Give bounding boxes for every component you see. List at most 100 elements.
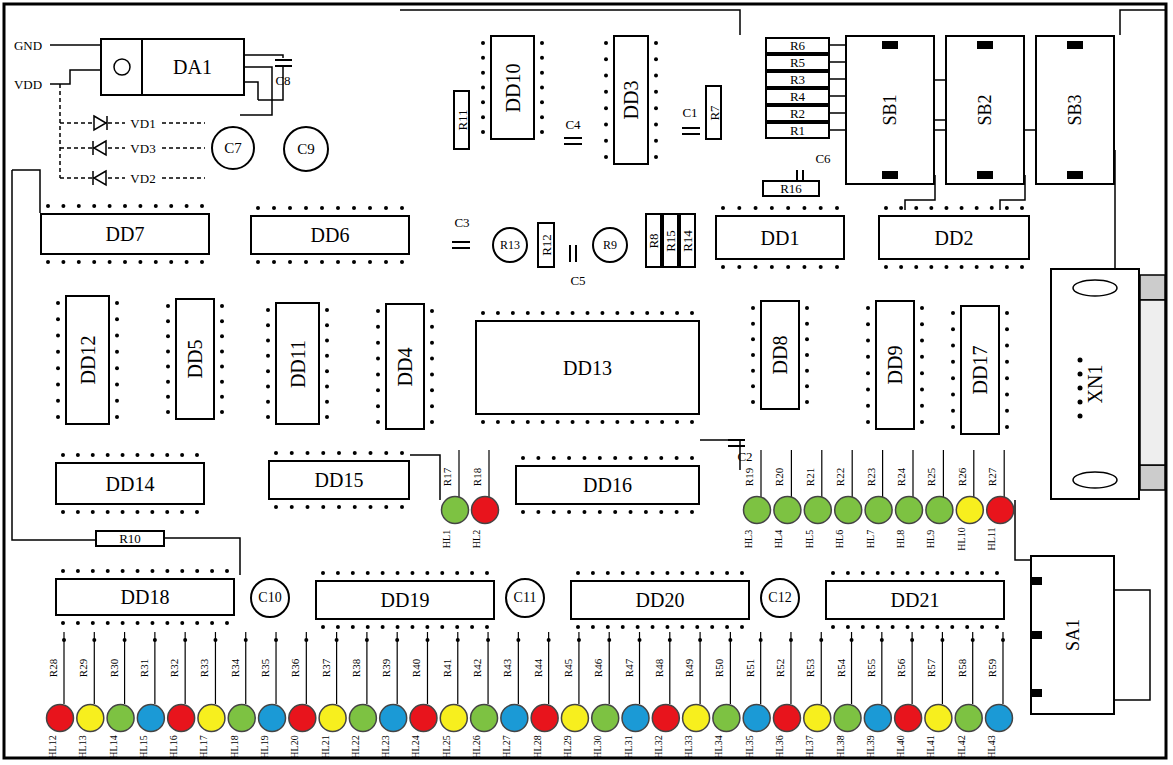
pin-pad xyxy=(906,625,910,629)
part-label: C2 xyxy=(737,450,752,463)
led-label: HL13 xyxy=(78,735,88,758)
pin-pad xyxy=(352,260,356,264)
trace xyxy=(215,632,216,704)
trace xyxy=(366,632,367,704)
diode-symbols xyxy=(93,116,107,185)
part-label: C11 xyxy=(514,591,537,605)
pin-pad xyxy=(805,306,809,310)
pin-pad xyxy=(802,265,806,269)
pin-pad xyxy=(115,350,119,354)
pin-pad xyxy=(728,638,732,642)
pin-pad xyxy=(951,344,955,348)
pin-pad xyxy=(366,625,370,629)
led-label: HL37 xyxy=(805,735,815,758)
pin-pad xyxy=(690,510,694,514)
pin-pad xyxy=(805,322,809,326)
pin-pad xyxy=(540,41,544,45)
trace xyxy=(912,632,913,704)
pin-pad xyxy=(831,571,835,575)
pin-pad xyxy=(56,366,60,370)
trace xyxy=(790,632,791,704)
pin-pad xyxy=(1020,265,1024,269)
pin-pad xyxy=(200,260,204,264)
trace xyxy=(245,632,246,704)
pin-pad xyxy=(61,204,65,208)
pin-pad xyxy=(440,625,444,629)
pin-pad xyxy=(121,453,125,457)
pin-pad xyxy=(1005,265,1009,269)
pin-pad xyxy=(150,453,154,457)
pin-pad xyxy=(644,456,648,460)
pin-pad xyxy=(92,260,96,264)
pin-pad xyxy=(76,621,80,625)
led-label: HL2 xyxy=(472,530,482,548)
resistor-box: R10 xyxy=(95,530,165,547)
pin-pad xyxy=(951,425,955,429)
pin-pad xyxy=(290,505,294,509)
pin-pad xyxy=(1005,409,1009,413)
part-label: DD19 xyxy=(381,590,430,610)
led xyxy=(925,705,952,732)
chip: DD12 xyxy=(65,295,110,425)
pin-pad xyxy=(396,571,400,575)
pin-pad xyxy=(56,350,60,354)
pin-pad xyxy=(786,206,790,210)
pin-pad xyxy=(802,206,806,210)
led xyxy=(804,705,831,732)
pin-pad xyxy=(481,311,485,315)
pin-pad xyxy=(430,341,434,345)
pin-pad xyxy=(899,265,903,269)
part-label: R11 xyxy=(455,109,468,130)
pin-pad xyxy=(106,621,110,625)
pin-pad xyxy=(481,420,485,424)
pin-pad xyxy=(266,415,270,419)
led xyxy=(774,497,801,524)
pin-pad xyxy=(325,339,329,343)
pin-pad xyxy=(751,369,755,373)
pin-pad xyxy=(266,339,270,343)
part-label: SB2 xyxy=(976,94,994,125)
pin-pad xyxy=(369,451,373,455)
led-label: HL41 xyxy=(926,735,936,758)
pin-pad xyxy=(92,638,96,642)
pin-pad xyxy=(274,451,278,455)
pin-pad xyxy=(376,388,380,392)
pin-pad xyxy=(337,451,341,455)
resistor-label: R23 xyxy=(865,468,876,486)
pin-pad xyxy=(61,621,65,625)
capacitor-circle: C9 xyxy=(283,126,329,172)
pin-pad xyxy=(351,571,355,575)
pin-pad xyxy=(654,41,658,45)
pin-pad xyxy=(266,308,270,312)
pin-pad xyxy=(541,311,545,315)
pin-pad xyxy=(1005,425,1009,429)
pin-pad xyxy=(225,621,229,625)
resistor-label: R18 xyxy=(472,468,483,486)
trimmer-resistor: R13 xyxy=(492,227,528,263)
pin-pad xyxy=(76,510,80,514)
pin-pad xyxy=(995,571,999,575)
resistor-label: R30 xyxy=(108,659,119,677)
pin-pad xyxy=(150,621,154,625)
pin-pad xyxy=(180,510,184,514)
pin-pad xyxy=(675,420,679,424)
pin-pad xyxy=(511,311,515,315)
pin-pad xyxy=(876,625,880,629)
part-label: R13 xyxy=(500,239,520,251)
pin-pad xyxy=(630,311,634,315)
traces xyxy=(12,10,1165,700)
part-label: XN1 xyxy=(1085,365,1105,404)
led xyxy=(622,705,649,732)
pin-pad xyxy=(754,265,758,269)
resistor-label: R36 xyxy=(290,659,301,677)
resistor-box: R2 xyxy=(765,105,830,122)
pin-pad xyxy=(929,265,933,269)
pin-pad xyxy=(210,621,214,625)
pin-pad xyxy=(169,260,173,264)
pin-pad xyxy=(920,625,924,629)
led-label: HL10 xyxy=(957,527,967,550)
capacitor-circle: C11 xyxy=(505,578,545,618)
chip: DD16 xyxy=(515,465,700,505)
pin-pad xyxy=(971,638,975,642)
led xyxy=(864,705,891,732)
